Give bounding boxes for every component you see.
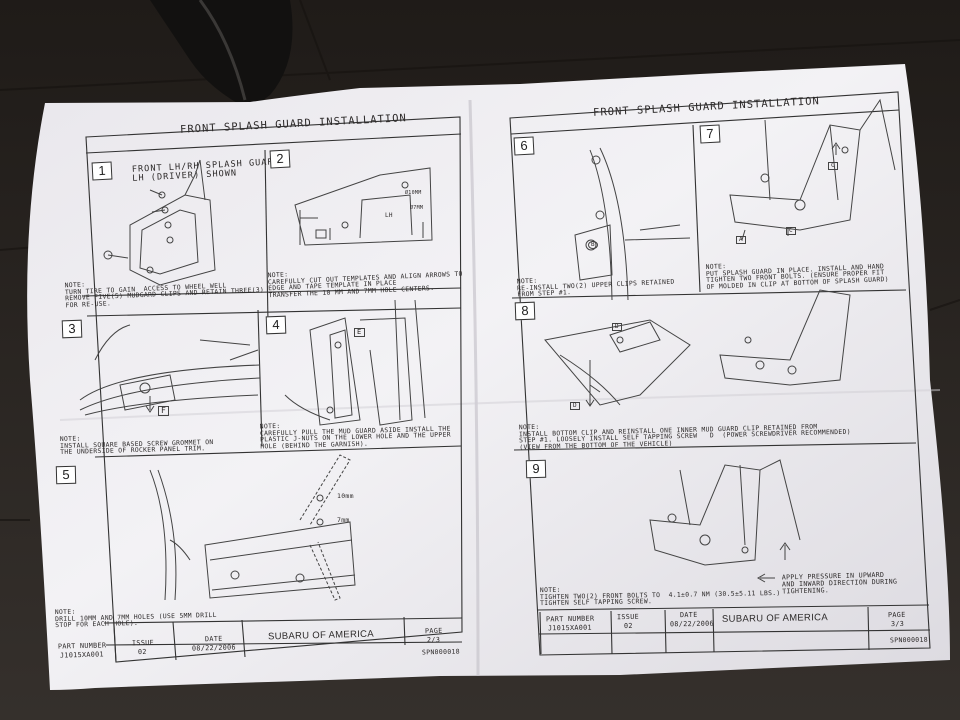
right-step-number-6: 6 (513, 136, 535, 156)
template-7mm-label: ø7MM (410, 205, 424, 211)
step-1-heading: FRONT LH/RH SPLASH GUARD LH (DRIVER) SHO… (131, 157, 281, 184)
right-footer-company: SUBARU OF AMERICA (721, 612, 829, 625)
right-footer-issue: 02 (623, 621, 633, 631)
callout-10mm: 10mm (337, 492, 354, 500)
step-6-note: NOTE: RE-INSTALL TWO(2) UPPER CLIPS RETA… (516, 276, 675, 299)
step-8-note: NOTE: INSTALL BOTTOM CLIP AND REINSTALL … (518, 422, 851, 452)
callout-e: E (354, 328, 365, 338)
right-footer-page-label: PAGE (887, 610, 906, 620)
step-1-note: NOTE: TURN TIRE TO GAIN ACCESS TO WHEEL … (64, 280, 265, 310)
right-step-number-9: 9 (525, 459, 547, 479)
left-footer-page: 2/3 (426, 635, 441, 645)
left-step-number-5: 5 (55, 465, 77, 485)
callout-d: D (570, 402, 580, 411)
step-7-note: NOTE: PUT SPLASH GUARD IN PLACE. INSTALL… (705, 261, 890, 292)
right-footer-date: 08/22/2006 (669, 619, 714, 629)
right-footer-date-label: DATE (679, 610, 698, 620)
template-10mm-label: ø10MM (405, 190, 422, 196)
left-step-number-2: 2 (269, 149, 291, 169)
step-2-note: NOTE: CAREFULLY CUT OUT TEMPLATES AND AL… (267, 269, 463, 300)
left-page-title: FRONT SPLASH GUARD INSTALLATION (179, 112, 408, 136)
callout-d2: D (612, 323, 622, 332)
step-3-note: NOTE: INSTALL SQUARE BASED SCREW GROMMET… (59, 434, 214, 457)
left-footer-date: 08/22/2006 (191, 643, 237, 653)
dark-object (150, 0, 293, 110)
callout-a: A (736, 236, 746, 245)
paper (27, 64, 950, 690)
left-step-number-4: 4 (265, 315, 287, 335)
right-footer-part-number: J1015XA001 (547, 623, 592, 633)
callout-b: B (588, 241, 598, 250)
right-step-number-8: 8 (514, 301, 536, 321)
left-footer-code: SPN000018 (421, 647, 461, 657)
left-footer-part-number: J1015XA001 (59, 650, 105, 660)
right-footer-code: SPN000018 (889, 635, 928, 645)
left-step-number-3: 3 (61, 319, 83, 339)
left-step-number-1: 1 (91, 161, 113, 181)
left-footer-date-label: DATE (204, 634, 223, 644)
right-footer-part-number-label: PART NUMBER (545, 614, 595, 624)
callout-c2: C (786, 227, 796, 236)
callout-7mm: 7mm (337, 516, 350, 524)
right-footer-page: 3/3 (890, 619, 905, 629)
step-5-note: NOTE: DRILL 10mm AND 7mm HOLES (USE 5mm … (54, 607, 217, 630)
left-footer-company: SUBARU OF AMERICA (267, 628, 375, 643)
template-lh-label: LH (385, 212, 393, 219)
left-footer-issue-label: ISSUE (131, 638, 155, 648)
callout-f: F (158, 406, 170, 417)
left-footer-part-number-label: PART NUMBER (57, 641, 107, 651)
right-step-number-7: 7 (699, 124, 721, 144)
right-page-title: FRONT SPLASH GUARD INSTALLATION (592, 95, 821, 119)
step-9-pressure-note: APPLY PRESSURE IN UPWARD AND INWARD DIRE… (781, 570, 898, 596)
step-4-note: NOTE: CAREFULLY PULL THE MUD GUARD ASIDE… (259, 421, 451, 451)
callout-c: C (828, 162, 838, 171)
step-9-note: NOTE: TIGHTEN TWO(2) FRONT BOLTS TO 4.1±… (539, 585, 781, 608)
left-footer-page-label: PAGE (424, 626, 443, 636)
right-footer-issue-label: ISSUE (616, 612, 640, 622)
left-footer-issue: 02 (137, 647, 147, 657)
